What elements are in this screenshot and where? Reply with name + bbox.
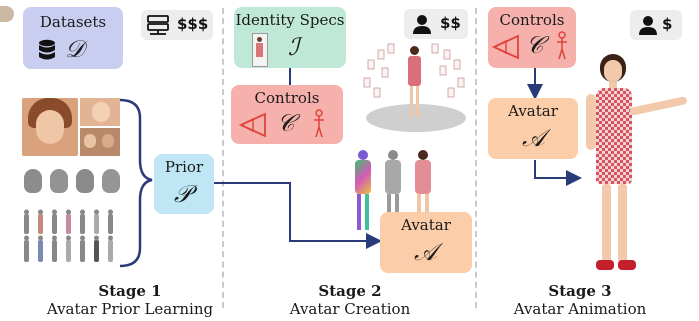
avatar-left-arm: [586, 94, 596, 150]
avatar-neck: [609, 82, 617, 90]
brace-connector: [119, 98, 153, 268]
camera-frustum-icon: [238, 112, 266, 138]
stage-divider-1: [222, 8, 224, 308]
face-photo-group: [80, 128, 120, 156]
animated-avatar: [576, 50, 696, 278]
avatar-label-stage2: Avatar: [401, 216, 451, 234]
face-photo-main: [22, 98, 78, 156]
decorative-stroke: [0, 6, 14, 22]
user-icon-stage3: [639, 16, 657, 35]
avatar-box-stage3: Avatar 𝒜: [488, 98, 578, 159]
controls-label-stage2: Controls: [254, 89, 320, 107]
stage2-title: Stage 2: [318, 282, 382, 300]
prior-symbol: 𝒫: [174, 180, 192, 208]
stage2-cost-text: $$: [440, 14, 461, 32]
avatar-right-shoe: [618, 260, 636, 270]
avatar-views: [360, 42, 470, 140]
avatar-to-person-arrow: [534, 160, 582, 186]
stage1-cost-text: $$$: [177, 15, 209, 33]
datasets-symbol: 𝒟: [65, 35, 85, 63]
body-scans: [24, 209, 113, 262]
avatar-right-arm: [629, 96, 688, 116]
prior-to-avatar-arrow: [213, 182, 382, 249]
pose-skeleton-icon: [314, 109, 324, 138]
pose-skeleton-icon-stage3: [557, 31, 567, 60]
identity-specs-box: Identity Specs ℐ: [234, 7, 346, 68]
controls-symbol-stage3: 𝒞: [526, 31, 544, 59]
stage3-cost-text: $: [662, 15, 673, 33]
avatar-right-leg: [618, 184, 627, 262]
view-thumbnails: [363, 43, 465, 98]
head-scans: [24, 167, 120, 195]
stage3-subtitle: Avatar Animation: [513, 300, 647, 318]
face-photos: [22, 98, 120, 156]
database-icon: [39, 39, 55, 60]
avatar-symbol-stage2: 𝒜: [414, 238, 437, 266]
datasets-label: Datasets: [39, 13, 107, 31]
datasets-box: Datasets 𝒟: [23, 7, 123, 69]
camera-frustum-icon-stage3: [491, 34, 519, 60]
avatar-normal-map: [352, 150, 374, 232]
controls-box-stage3: Controls 𝒞: [488, 7, 576, 68]
stage1-subtitle: Avatar Prior Learning: [46, 300, 214, 318]
turntable-avatar: [404, 46, 424, 128]
stage2-cost-chip: $$: [404, 9, 468, 39]
prior-label: Prior: [164, 158, 204, 176]
avatar-symbol-stage3: 𝒜: [522, 124, 545, 152]
stage1-title: Stage 1: [98, 282, 162, 300]
face-photo-child: [80, 98, 120, 126]
controls-box-stage2: Controls 𝒞: [231, 85, 343, 144]
identity-symbol: ℐ: [288, 33, 300, 61]
avatar-left-shoe: [596, 260, 614, 270]
avatar-left-leg: [602, 184, 611, 262]
avatar-face: [604, 60, 622, 82]
stage3-cost-chip: $: [630, 10, 682, 40]
identity-thumbnail: [252, 33, 268, 67]
stage-divider-2: [475, 8, 477, 308]
avatar-dress: [596, 88, 632, 184]
controls-label-stage3: Controls: [499, 11, 565, 29]
stage3-title: Stage 3: [548, 282, 612, 300]
prior-box: Prior 𝒫: [154, 154, 214, 214]
avatar-box-stage2: Avatar 𝒜: [380, 212, 472, 273]
stage2-subtitle: Avatar Creation: [289, 300, 411, 318]
stage1-cost-chip: $$$: [141, 10, 213, 40]
identity-specs-label: Identity Specs: [235, 11, 345, 29]
user-icon: [413, 15, 431, 34]
avatar-label-stage3: Avatar: [508, 102, 558, 120]
server-icon: [147, 15, 169, 35]
controls-symbol-stage2: 𝒞: [277, 109, 295, 137]
